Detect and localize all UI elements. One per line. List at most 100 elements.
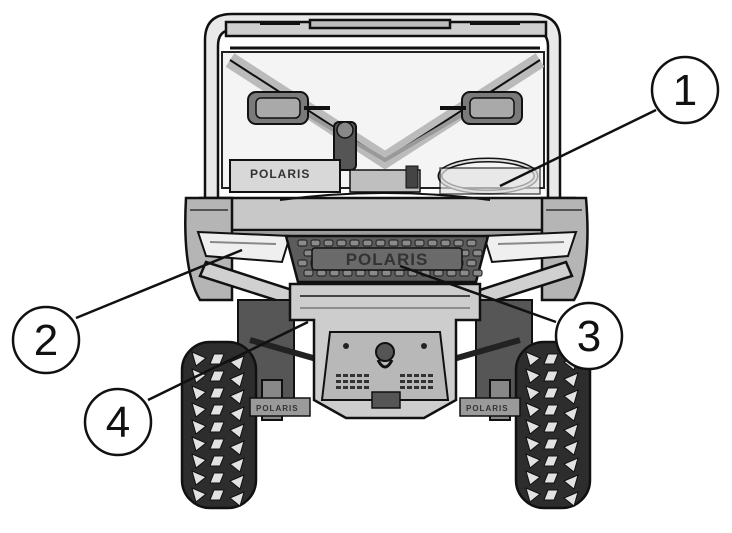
vent-slot bbox=[357, 380, 362, 383]
vent-slot bbox=[343, 374, 348, 377]
tread-block bbox=[525, 487, 541, 503]
tread-block bbox=[543, 455, 559, 467]
callout-4: 4 bbox=[83, 387, 153, 457]
tread-block bbox=[229, 457, 245, 473]
vent-slot bbox=[364, 380, 369, 383]
vent-slot bbox=[350, 380, 355, 383]
tread-block bbox=[543, 404, 559, 416]
mirror-right bbox=[440, 91, 523, 125]
tread-block bbox=[563, 491, 579, 507]
vent-slot bbox=[364, 374, 369, 377]
vent-slot bbox=[357, 374, 362, 377]
vent-slot bbox=[407, 374, 412, 377]
vent-slot bbox=[343, 380, 348, 383]
vent-slot bbox=[400, 374, 405, 377]
callout-number: 1 bbox=[673, 66, 697, 115]
grille-cell bbox=[440, 239, 451, 247]
grille-cell bbox=[446, 269, 457, 277]
tread-block bbox=[191, 402, 207, 418]
grille-cell bbox=[427, 239, 438, 247]
tread-block bbox=[563, 457, 579, 473]
grille-cell bbox=[381, 269, 392, 277]
vent-slot bbox=[350, 386, 355, 389]
grille-cell bbox=[466, 259, 477, 267]
tread-block bbox=[543, 472, 559, 484]
callout-circle bbox=[83, 387, 153, 457]
grille-cell bbox=[303, 269, 314, 277]
tread-block bbox=[209, 421, 225, 433]
tread-block bbox=[525, 453, 541, 469]
tread-block bbox=[563, 406, 579, 422]
tread-block bbox=[191, 419, 207, 435]
grille-cell bbox=[375, 239, 386, 247]
vent-slot bbox=[421, 374, 426, 377]
grille-cell bbox=[297, 239, 308, 247]
tread-block bbox=[191, 470, 207, 486]
callout-circle bbox=[650, 55, 720, 125]
tread-block bbox=[525, 351, 541, 367]
grille-cell bbox=[394, 269, 405, 277]
grille-cell bbox=[297, 259, 308, 267]
vent-slot bbox=[421, 380, 426, 383]
tread-block bbox=[563, 372, 579, 388]
tread-block bbox=[229, 389, 245, 405]
grille-cell bbox=[362, 239, 373, 247]
tread-block bbox=[229, 440, 245, 456]
mirror-left bbox=[247, 91, 330, 125]
vent-slot bbox=[414, 380, 419, 383]
tread-block bbox=[229, 372, 245, 388]
vent-slot bbox=[364, 386, 369, 389]
callout-number: 4 bbox=[106, 398, 130, 447]
lower-side-bars: POLARIS POLARIS bbox=[249, 397, 521, 417]
callout-2: 2 bbox=[11, 305, 81, 375]
grille-cell bbox=[349, 239, 360, 247]
callout-3: 3 bbox=[554, 301, 624, 371]
grille-cell bbox=[310, 239, 321, 247]
tread-block bbox=[229, 406, 245, 422]
tread-block bbox=[543, 387, 559, 399]
vent-slot bbox=[336, 386, 341, 389]
callout-circle bbox=[11, 305, 81, 375]
vent-slot bbox=[343, 386, 348, 389]
tire-left bbox=[180, 340, 258, 510]
grille-cell bbox=[414, 239, 425, 247]
tread-block bbox=[229, 355, 245, 371]
leader-line-4 bbox=[147, 320, 309, 402]
tread-block bbox=[543, 370, 559, 382]
grille-cell bbox=[459, 269, 470, 277]
vent-slot bbox=[336, 380, 341, 383]
vent-slot bbox=[400, 380, 405, 383]
dashboard: POLARIS bbox=[229, 157, 541, 195]
grille-cell bbox=[323, 239, 334, 247]
tread-block bbox=[191, 385, 207, 401]
tread-block bbox=[209, 404, 225, 416]
grille-cell bbox=[466, 239, 477, 247]
tread-block bbox=[563, 423, 579, 439]
vent-slot bbox=[414, 386, 419, 389]
grille-cell bbox=[316, 269, 327, 277]
tread-block bbox=[563, 474, 579, 490]
grille-cell bbox=[472, 249, 483, 257]
tread-block bbox=[209, 387, 225, 399]
tread-block bbox=[525, 470, 541, 486]
grille-cell bbox=[433, 269, 444, 277]
tread-block bbox=[209, 472, 225, 484]
callout-number: 3 bbox=[577, 312, 601, 361]
grille-cell bbox=[355, 269, 366, 277]
roll-cage bbox=[203, 12, 562, 202]
left-bar-brand-text: POLARIS bbox=[256, 404, 299, 413]
tread-block bbox=[525, 385, 541, 401]
center-mount bbox=[333, 121, 357, 171]
grille-cell bbox=[472, 269, 483, 277]
grille-cell bbox=[401, 239, 412, 247]
callout-number: 2 bbox=[34, 316, 58, 365]
vent-slot bbox=[428, 374, 433, 377]
tread-block bbox=[563, 389, 579, 405]
vent-slot bbox=[357, 386, 362, 389]
tread-block bbox=[229, 491, 245, 507]
callout-circle bbox=[554, 301, 624, 371]
headlight-left bbox=[196, 230, 292, 264]
leader-line-3 bbox=[399, 264, 557, 324]
